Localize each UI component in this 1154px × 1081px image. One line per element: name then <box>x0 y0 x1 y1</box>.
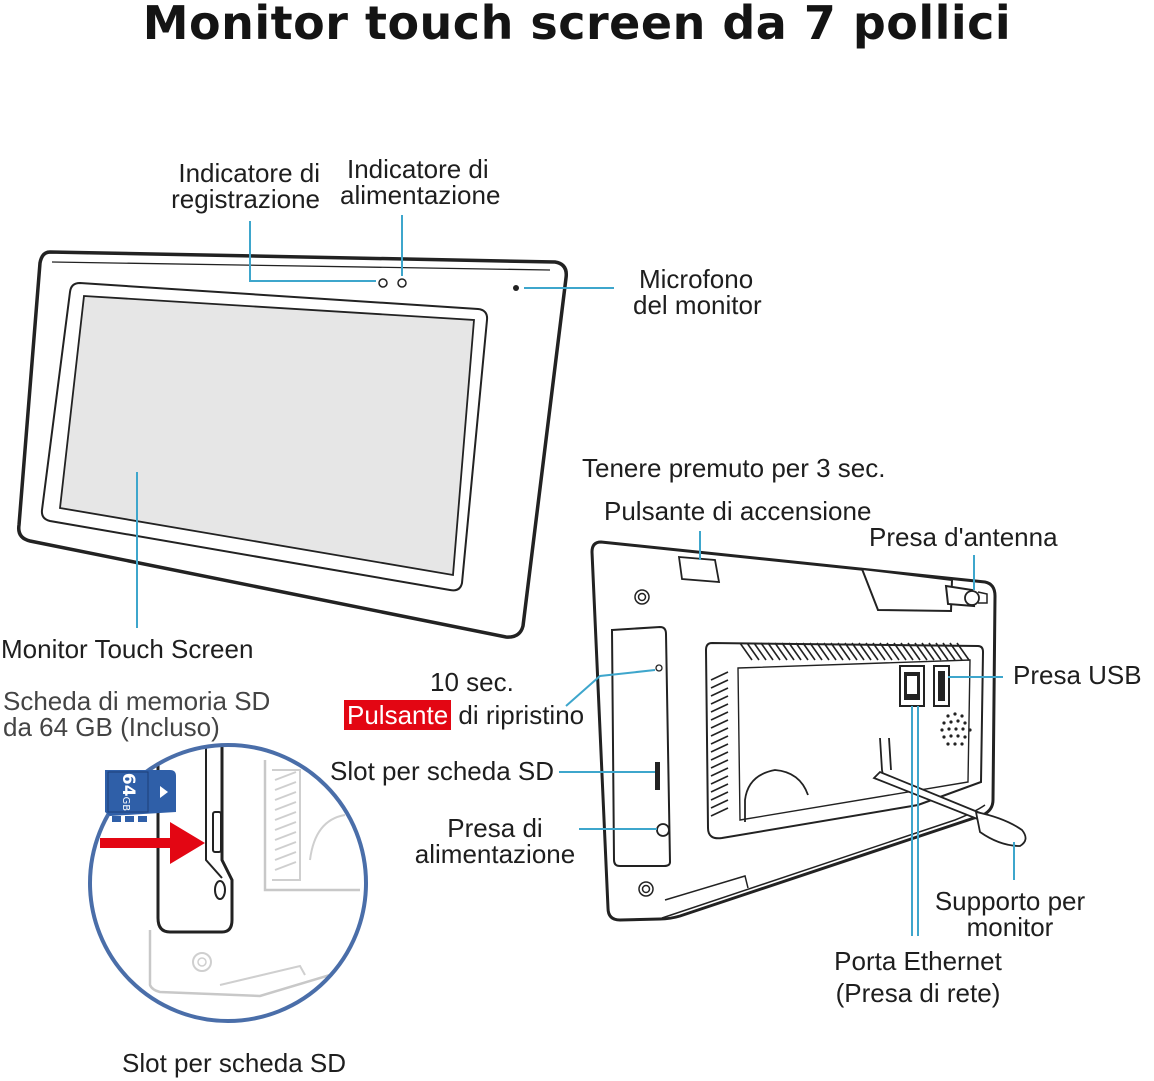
power-led <box>397 278 407 288</box>
label-reset-time: 10 sec. <box>430 667 514 697</box>
label-pulsante-ripristino: Pulsante di ripristino <box>344 700 584 730</box>
label-ethernet: Porta Ethernet (Presa di rete) <box>834 946 1002 1008</box>
insert-arrow <box>100 822 205 864</box>
label-pulsante-accensione: Pulsante di accensione <box>604 496 872 526</box>
back-sd-slot <box>655 762 660 790</box>
label-tenere-premuto: Tenere premuto per 3 sec. <box>582 453 886 483</box>
front-monitor <box>16 250 569 639</box>
label-slot-sd-right: Slot per scheda SD <box>330 756 555 786</box>
label-supporto: Supporto per monitor <box>934 886 1086 942</box>
reset-highlight: Pulsante <box>344 700 452 730</box>
back-power-button <box>677 556 721 583</box>
zoom-circle <box>88 743 368 1023</box>
page-title: Monitor touch screen da 7 pollici <box>142 0 1012 50</box>
recording-led <box>378 278 388 288</box>
back-monitor <box>590 540 1027 922</box>
sd-card-graphic <box>105 770 176 822</box>
microphone-dot <box>513 285 519 291</box>
label-microfono: Microfono del monitor <box>633 264 762 320</box>
label-presa-alimentazione: Presa di alimentazione <box>414 813 576 869</box>
touch-screen-surface <box>59 295 475 577</box>
sd-card-capacity: 64GB <box>118 772 138 812</box>
label-presa-antenna: Presa d'antenna <box>869 522 1058 552</box>
label-indicatore-registrazione: Indicatore di registrazione <box>171 158 320 214</box>
leader-lines <box>136 215 1015 936</box>
label-indicatore-alimentazione: Indicatore di alimentazione <box>340 154 501 210</box>
label-presa-usb: Presa USB <box>1013 660 1142 690</box>
speaker-grille <box>940 712 972 746</box>
label-slot-sd-bottom: Slot per scheda SD <box>122 1048 347 1078</box>
label-touch-screen: Monitor Touch Screen <box>1 634 254 664</box>
label-scheda-sd: Scheda di memoria SD da 64 GB (Incluso) <box>3 686 271 742</box>
zoom-sd-slot <box>212 811 222 853</box>
